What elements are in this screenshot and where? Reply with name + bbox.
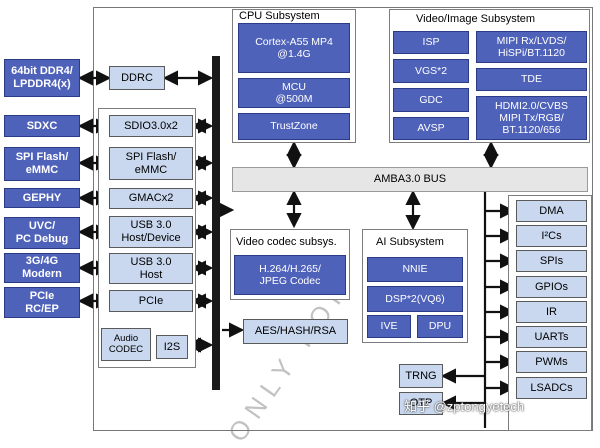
audio-codec-block: Audio CODEC: [101, 328, 151, 361]
peripheral-i2c: I²Cs: [516, 225, 587, 247]
trustzone-block: TrustZone: [238, 113, 350, 140]
mcu-block: MCU @500M: [238, 78, 350, 108]
nnie-block: NNIE: [367, 257, 463, 282]
peripheral-pwm: PWMs: [516, 351, 587, 373]
amba-bus: AMBA3.0 BUS: [232, 167, 588, 192]
ext-pcie: PCIe RC/EP: [4, 287, 80, 318]
peripheral-gpio: GPIOs: [516, 276, 587, 298]
peripheral-ir: IR: [516, 301, 587, 323]
gdc-block: GDC: [393, 88, 469, 112]
trng-block: TRNG: [399, 364, 443, 388]
tde-block: TDE: [476, 68, 587, 91]
ext-ddr: 64bit DDR4/ LPDDR4(x): [4, 59, 80, 97]
peripheral-spi: SPIs: [516, 250, 587, 272]
ddrc-block: DDRC: [109, 66, 165, 90]
ext-gephy: GEPHY: [4, 188, 80, 208]
peripheral-uart: UARTs: [516, 326, 587, 348]
dsp-block: DSP*2(VQ6): [367, 286, 463, 312]
otp-block: OTP: [399, 392, 443, 415]
video-codec-title: Video codec subsys.: [236, 236, 337, 248]
gmac-block: GMACx2: [109, 188, 193, 209]
usb-host-block: USB 3.0 Host: [109, 253, 193, 284]
video-image-title: Video/Image Subsystem: [416, 13, 536, 25]
aes-hash-rsa-block: AES/HASH/RSA: [243, 319, 348, 344]
usb-device-block: USB 3.0 Host/Device: [109, 216, 193, 248]
pcie-block: PCIe: [109, 290, 193, 312]
h264-codec-block: H.264/H.265/ JPEG Codec: [234, 255, 346, 295]
soc-outline: [93, 7, 593, 431]
ext-sdxc: SDXC: [4, 115, 80, 137]
avsp-block: AVSP: [393, 117, 469, 140]
peripheral-dma: DMA: [516, 200, 587, 222]
mipi-rx-block: MIPI Rx/LVDS/ HiSPi/BT.1120: [476, 31, 587, 63]
ext-modem: 3G/4G Modern: [4, 253, 80, 283]
cpu-title: CPU Subsystem: [239, 10, 320, 22]
dpu-block: DPU: [417, 315, 463, 338]
i2s-block: I2S: [156, 335, 188, 359]
ext-spi-flash: SPI Flash/ eMMC: [4, 147, 80, 181]
cortex-block: Cortex-A55 MP4 @1.4G: [238, 23, 350, 73]
peripheral-lsadc: LSADCs: [516, 377, 587, 399]
credit-watermark: 知乎 @zptongyetech: [404, 399, 525, 414]
ext-uvc: UVC/ PC Debug: [4, 217, 80, 249]
isp-block: ISP: [393, 31, 469, 54]
hdmi-block: HDMI2.0/CVBS MIPI Tx/RGB/ BT.1120/656: [476, 96, 587, 140]
ai-title: AI Subsystem: [376, 236, 444, 248]
sdio-block: SDIO3.0x2: [109, 115, 193, 137]
spi-flash-block: SPI Flash/ eMMC: [109, 147, 193, 180]
vgs-block: VGS*2: [393, 59, 469, 83]
ive-block: IVE: [367, 315, 411, 338]
